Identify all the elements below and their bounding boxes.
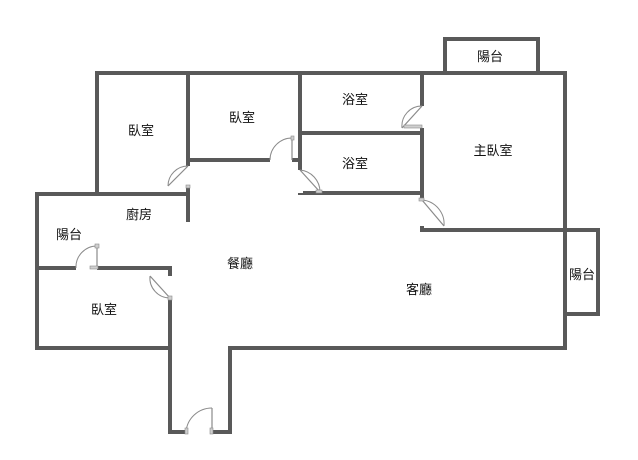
label-bedroom-top-center: 臥室	[229, 110, 255, 126]
balcony-top-wall	[443, 37, 540, 75]
walls	[35, 37, 600, 434]
door-bedroom-top-center	[269, 135, 295, 163]
label-bathroom-top: 浴室	[342, 92, 368, 108]
label-bathroom-lower: 浴室	[342, 156, 368, 172]
label-balcony-right: 陽台	[569, 268, 595, 283]
door-bedroom-bottom-left	[149, 275, 173, 301]
door-bathroom-lower	[297, 169, 323, 194]
label-balcony-top: 陽台	[477, 50, 503, 65]
label-bedroom-bottom-left: 臥室	[91, 302, 117, 318]
door-bedroom-top-left	[167, 165, 191, 189]
door-balcony-left	[75, 243, 100, 271]
door-entrance	[184, 407, 214, 435]
label-dining-room: 餐廳	[227, 256, 253, 272]
label-master-bedroom: 主臥室	[473, 143, 512, 159]
doors	[75, 105, 445, 435]
door-master-bedroom	[418, 197, 445, 227]
room-labels: 陽台 臥室 臥室 浴室 浴室 主臥室 廚房 陽台 餐廳 客廳 陽台 臥室	[56, 50, 595, 318]
label-living-room: 客廳	[406, 282, 432, 298]
label-kitchen: 廚房	[126, 207, 152, 223]
balcony-right-wall	[563, 228, 600, 316]
label-balcony-left: 陽台	[56, 228, 82, 243]
door-bathroom-top	[401, 105, 425, 129]
label-bedroom-top-left: 臥室	[128, 123, 154, 139]
